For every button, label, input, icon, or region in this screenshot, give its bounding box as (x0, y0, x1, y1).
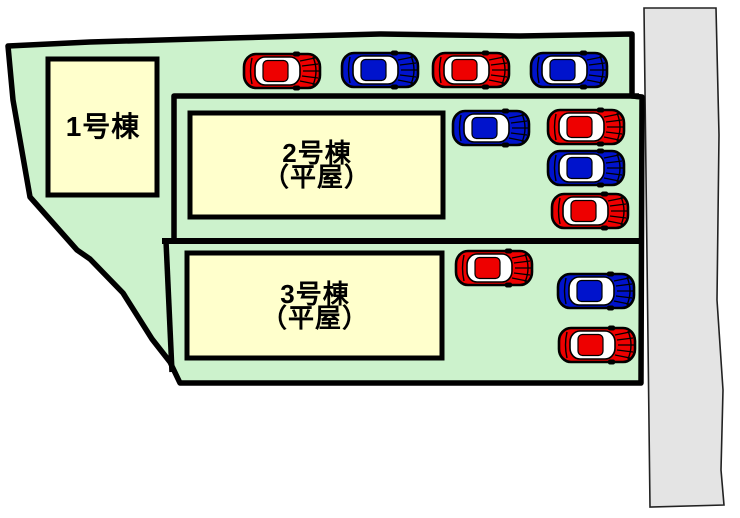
car-blue (556, 270, 636, 312)
car-red (550, 190, 630, 232)
car-blue (451, 107, 531, 149)
car-blue (340, 49, 420, 91)
road-strip (643, 7, 725, 508)
building-1 (45, 56, 160, 198)
car-blue (529, 49, 609, 91)
building-2 (187, 110, 446, 220)
car-red (454, 247, 534, 289)
car-red (557, 324, 637, 366)
building-3 (184, 250, 445, 361)
parcel-2-divider (171, 93, 639, 241)
car-red (546, 106, 626, 148)
car-red (242, 50, 322, 92)
car-blue (546, 147, 626, 189)
parcel-3-divider-left (163, 240, 175, 373)
car-red (431, 49, 511, 91)
